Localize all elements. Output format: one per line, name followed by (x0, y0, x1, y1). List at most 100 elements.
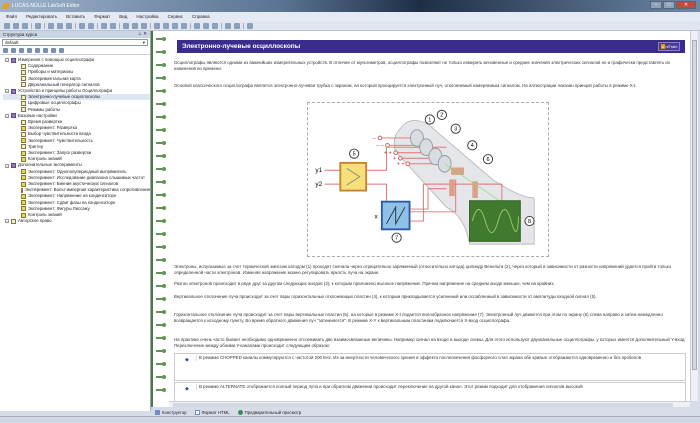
binder-ring-icon (156, 375, 167, 379)
note-text: В режиме ALTERNATE отображается полный п… (196, 384, 683, 390)
tree-item[interactable]: −Базовые настройки (3, 113, 150, 119)
tree-item[interactable]: Цифровые осциллографы (3, 100, 150, 107)
tree-item[interactable]: −Измерения с помощью осциллографа (3, 57, 150, 63)
toolbar-separator (44, 23, 45, 29)
terminal-plus: + (393, 156, 396, 162)
tree-item-label: Эксперимент: Биения акустических сигнало… (28, 181, 119, 187)
menu-edit[interactable]: Редактировать (26, 14, 58, 19)
tree-item[interactable]: Электронно-лучевые осциллоскопы (3, 94, 150, 101)
tab-designer[interactable]: Конструктор (155, 409, 187, 416)
tree-item[interactable]: Эксперимент: Исследование диапазона слыш… (3, 175, 150, 181)
move-up-icon[interactable] (27, 48, 32, 53)
save-icon[interactable] (22, 23, 28, 29)
list-numbers-icon[interactable] (163, 23, 169, 29)
print-icon[interactable] (35, 23, 41, 29)
tree-item[interactable]: Выбор чувствительности входа (3, 131, 150, 138)
paragraph: Осциллографы являются одними из важнейши… (174, 60, 671, 71)
tree-item[interactable]: Содержание (3, 63, 150, 69)
menu-file[interactable]: Файл (6, 14, 18, 19)
expand-toggle-icon[interactable]: − (5, 89, 9, 94)
menu-tools[interactable]: Сервис (167, 14, 183, 19)
tree-item[interactable]: −Устройство и принципы работы Осциллогра… (3, 88, 150, 94)
hyperlink-icon[interactable] (247, 23, 253, 29)
new-icon[interactable] (4, 23, 10, 29)
tree-item[interactable]: Режимы работы (3, 107, 150, 113)
indent-icon[interactable] (43, 48, 48, 53)
menu-view[interactable]: Вид (119, 14, 128, 19)
tab-html[interactable]: Формат HTML (194, 409, 230, 416)
new-page-icon[interactable] (3, 48, 8, 53)
tree-item[interactable]: −Авторское право (3, 218, 150, 224)
open-icon[interactable] (13, 23, 19, 29)
profile-select[interactable]: default ▾ (2, 39, 148, 46)
close-button[interactable]: ✕ (676, 1, 696, 9)
tree-item-label: Режимы работы (28, 106, 61, 112)
indent-icon[interactable] (181, 23, 187, 29)
image-icon[interactable] (225, 23, 231, 29)
label-4: 4 (471, 143, 474, 149)
undo-icon[interactable] (79, 23, 85, 29)
style-icon[interactable] (101, 23, 107, 29)
page-icon (21, 144, 26, 150)
tree-item[interactable]: Эксперимент: Биения акустических сигнало… (3, 181, 150, 187)
tree-item[interactable]: Триггер (3, 144, 150, 150)
binder-ring-icon (156, 323, 167, 327)
tree-item[interactable]: Эксперимент: Однополупериодный выпрямите… (3, 169, 150, 175)
tree-item[interactable]: Двухканальный генератор сигналов (3, 82, 150, 88)
tree-item[interactable]: Эксперимент: Вольт-амперная характеристи… (3, 187, 150, 193)
tree-item[interactable]: Эксперимент: Чувствительность (3, 138, 150, 144)
menu-format[interactable]: Формат (94, 14, 111, 19)
copy-icon[interactable] (57, 23, 63, 29)
expand-toggle-icon[interactable]: − (5, 163, 9, 168)
properties-icon[interactable] (19, 48, 24, 53)
bold-icon[interactable] (123, 23, 129, 29)
expand-toggle-icon[interactable]: − (5, 58, 9, 63)
color-icon[interactable] (110, 23, 116, 29)
cut-icon[interactable] (48, 23, 54, 29)
menu-insert[interactable]: Вставить (66, 14, 86, 19)
maximize-button[interactable]: □ (663, 1, 675, 9)
expand-toggle-icon[interactable]: − (5, 219, 9, 224)
tree-options-icon[interactable] (59, 48, 64, 53)
vertical-scrollbar[interactable] (690, 31, 698, 401)
paste-icon[interactable] (66, 23, 72, 29)
tree-item[interactable]: Приборы и материалы (3, 69, 150, 75)
page-title: Электронно-лучевые осциллоскопы UniTrain (177, 40, 685, 53)
tree-item[interactable]: Эксперимент: Фигуры Лиссажу (3, 206, 150, 212)
panel-pin-close-icons[interactable]: ⊥ ✕ (138, 31, 147, 36)
tree-item[interactable]: Контроль знаний (3, 212, 150, 218)
horizontal-scrollbar[interactable] (169, 401, 690, 407)
tree-item[interactable]: Контроль знаний (3, 156, 150, 162)
move-down-icon[interactable] (35, 48, 40, 53)
menu-settings[interactable]: Настройка (136, 14, 159, 19)
align-right-icon[interactable] (212, 23, 218, 29)
page-icon (21, 63, 26, 69)
italic-icon[interactable] (132, 23, 138, 29)
tree-item[interactable]: Время развертки (3, 119, 150, 125)
align-left-icon[interactable] (194, 23, 200, 29)
align-center-icon[interactable] (203, 23, 209, 29)
tree-item[interactable]: Эксперимент: Сдвиг фазы на конденсаторе (3, 200, 150, 206)
tab-preview[interactable]: Предварительный просмотр (237, 409, 301, 416)
menu-help[interactable]: Справка (191, 14, 210, 19)
table-icon[interactable] (234, 23, 240, 29)
tree-item[interactable]: Эксперимент: Запуск развертки (3, 150, 150, 156)
list-bullets-icon[interactable] (154, 23, 160, 29)
label-6: 6 (486, 157, 489, 163)
tree-item[interactable]: Экспериментальная карта (3, 76, 150, 82)
delete-icon[interactable] (11, 48, 16, 53)
expand-toggle-icon[interactable]: − (5, 113, 9, 118)
tree-item[interactable]: Эксперимент: Напряжение на конденсаторе (3, 193, 150, 200)
outdent-icon[interactable] (51, 48, 56, 53)
tree-item[interactable]: Эксперимент: Развертка (3, 125, 150, 131)
scroll-thumb[interactable] (173, 403, 673, 407)
scroll-thumb[interactable] (692, 40, 697, 370)
tree-item-label: Эксперимент: Фигуры Лиссажу (28, 205, 90, 211)
vertical-plates (449, 179, 455, 197)
minimize-button[interactable]: – (650, 1, 662, 9)
tree-item[interactable]: −Дополнительные эксперименты (3, 162, 150, 169)
book-icon (11, 163, 16, 169)
outdent-icon[interactable] (172, 23, 178, 29)
underline-icon[interactable] (141, 23, 147, 29)
redo-icon[interactable] (88, 23, 94, 29)
